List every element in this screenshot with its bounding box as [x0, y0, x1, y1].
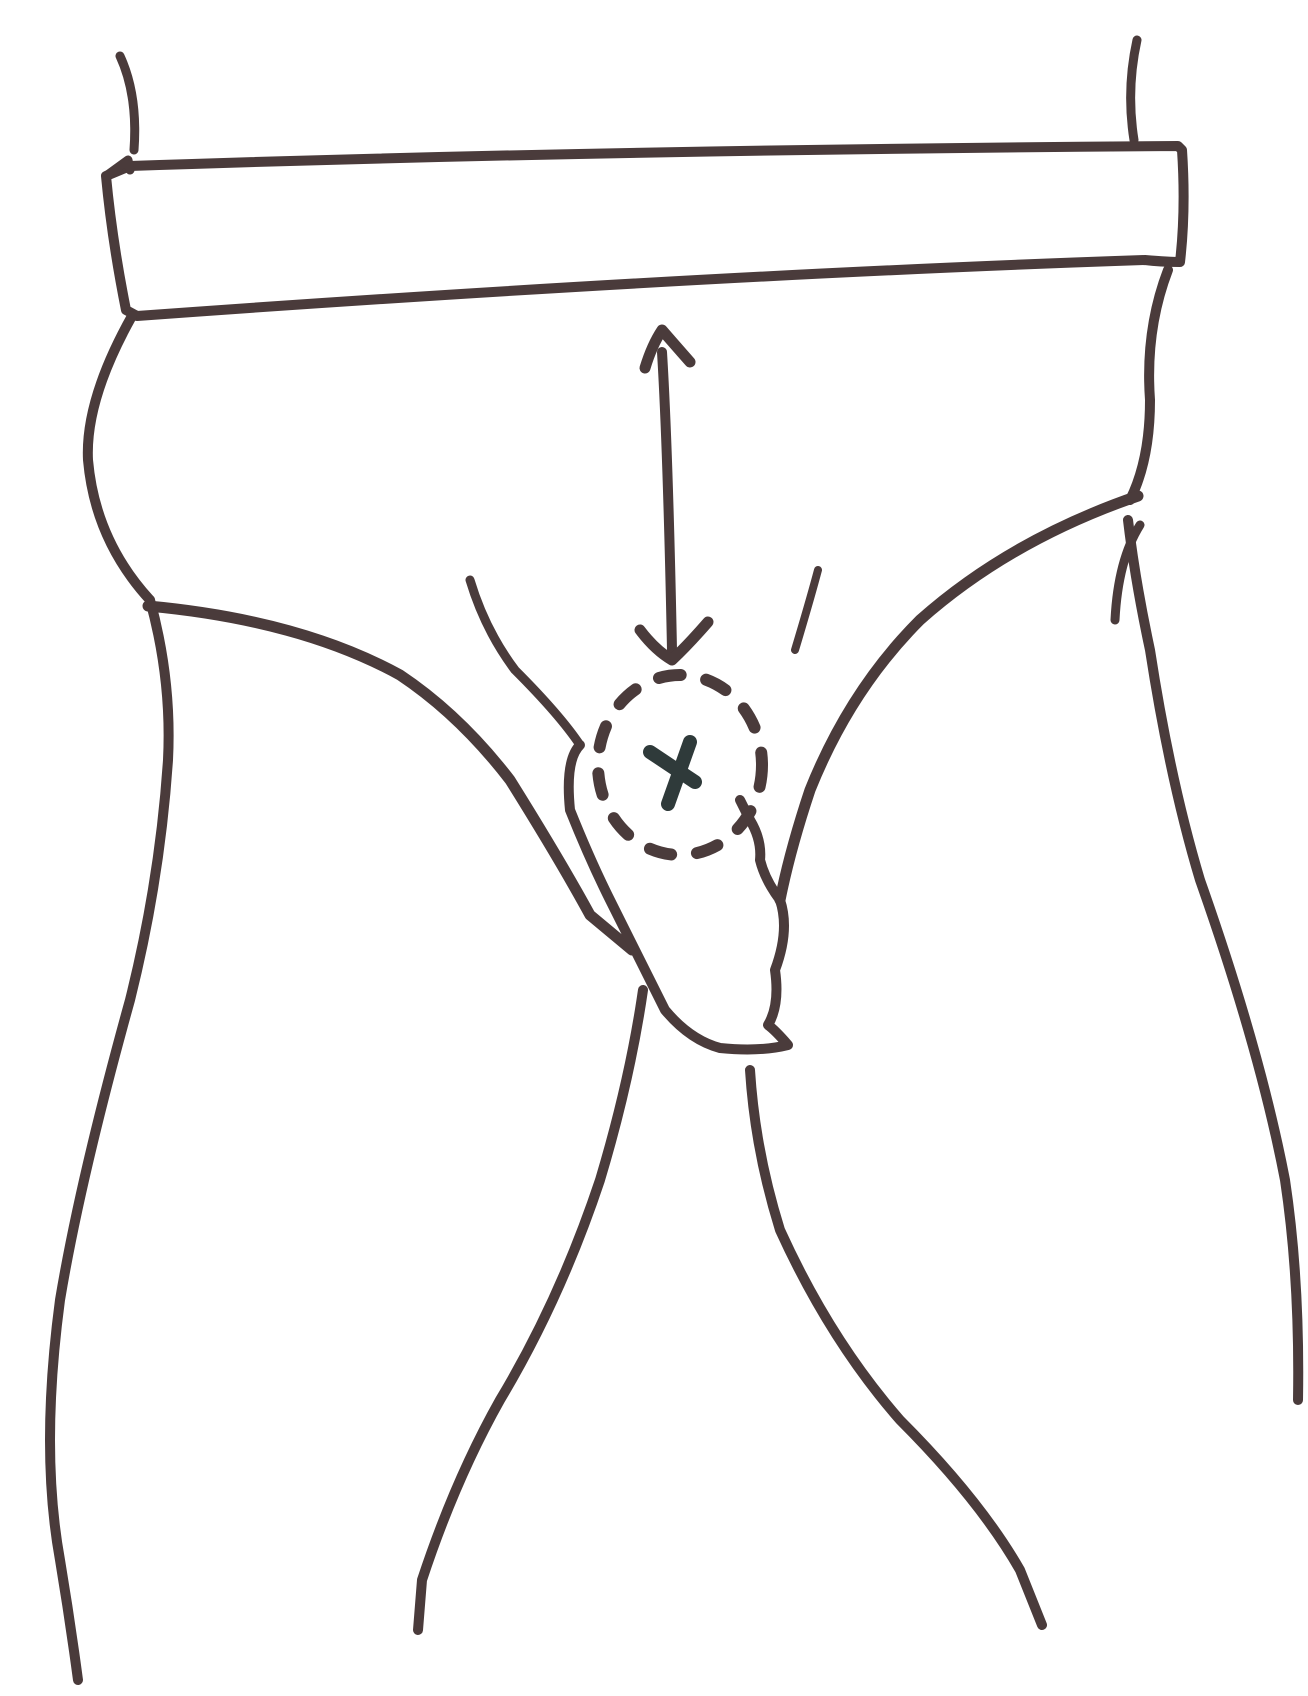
right-outer-leg: [1128, 520, 1298, 1400]
pouch-left-fold: [470, 580, 580, 745]
arrow-shaft: [662, 352, 672, 650]
briefs-right-side: [1130, 270, 1168, 500]
x-mark-icon: [650, 742, 695, 804]
pouch-right-fold: [795, 570, 818, 650]
right-inner-leg: [750, 1070, 1042, 1625]
torso-right-line: [1131, 40, 1137, 140]
waistband: [106, 146, 1184, 316]
double-headed-arrow-icon: [640, 330, 708, 660]
right-leg-opening: [780, 496, 1138, 900]
left-outer-leg: [50, 600, 169, 1680]
left-inner-leg: [418, 990, 643, 1630]
briefs-left-side: [88, 316, 150, 600]
torso-left-line: [120, 56, 135, 150]
left-leg-opening: [148, 606, 632, 950]
